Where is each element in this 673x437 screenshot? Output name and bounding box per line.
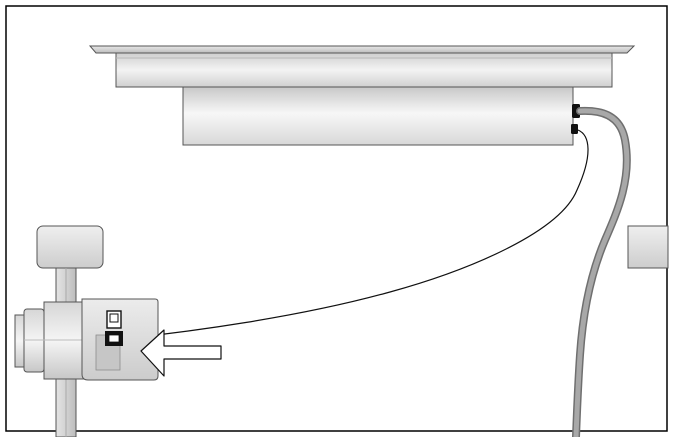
left-top-box bbox=[36, 225, 104, 269]
signal-cable bbox=[111, 129, 589, 341]
module-ports bbox=[105, 310, 123, 346]
right-wall-block bbox=[627, 225, 669, 269]
motor-housing bbox=[14, 301, 85, 380]
power-cable bbox=[572, 106, 631, 437]
control-unit-box bbox=[182, 86, 574, 146]
insert-arrow bbox=[140, 329, 222, 377]
cooktop-panel bbox=[88, 45, 636, 88]
